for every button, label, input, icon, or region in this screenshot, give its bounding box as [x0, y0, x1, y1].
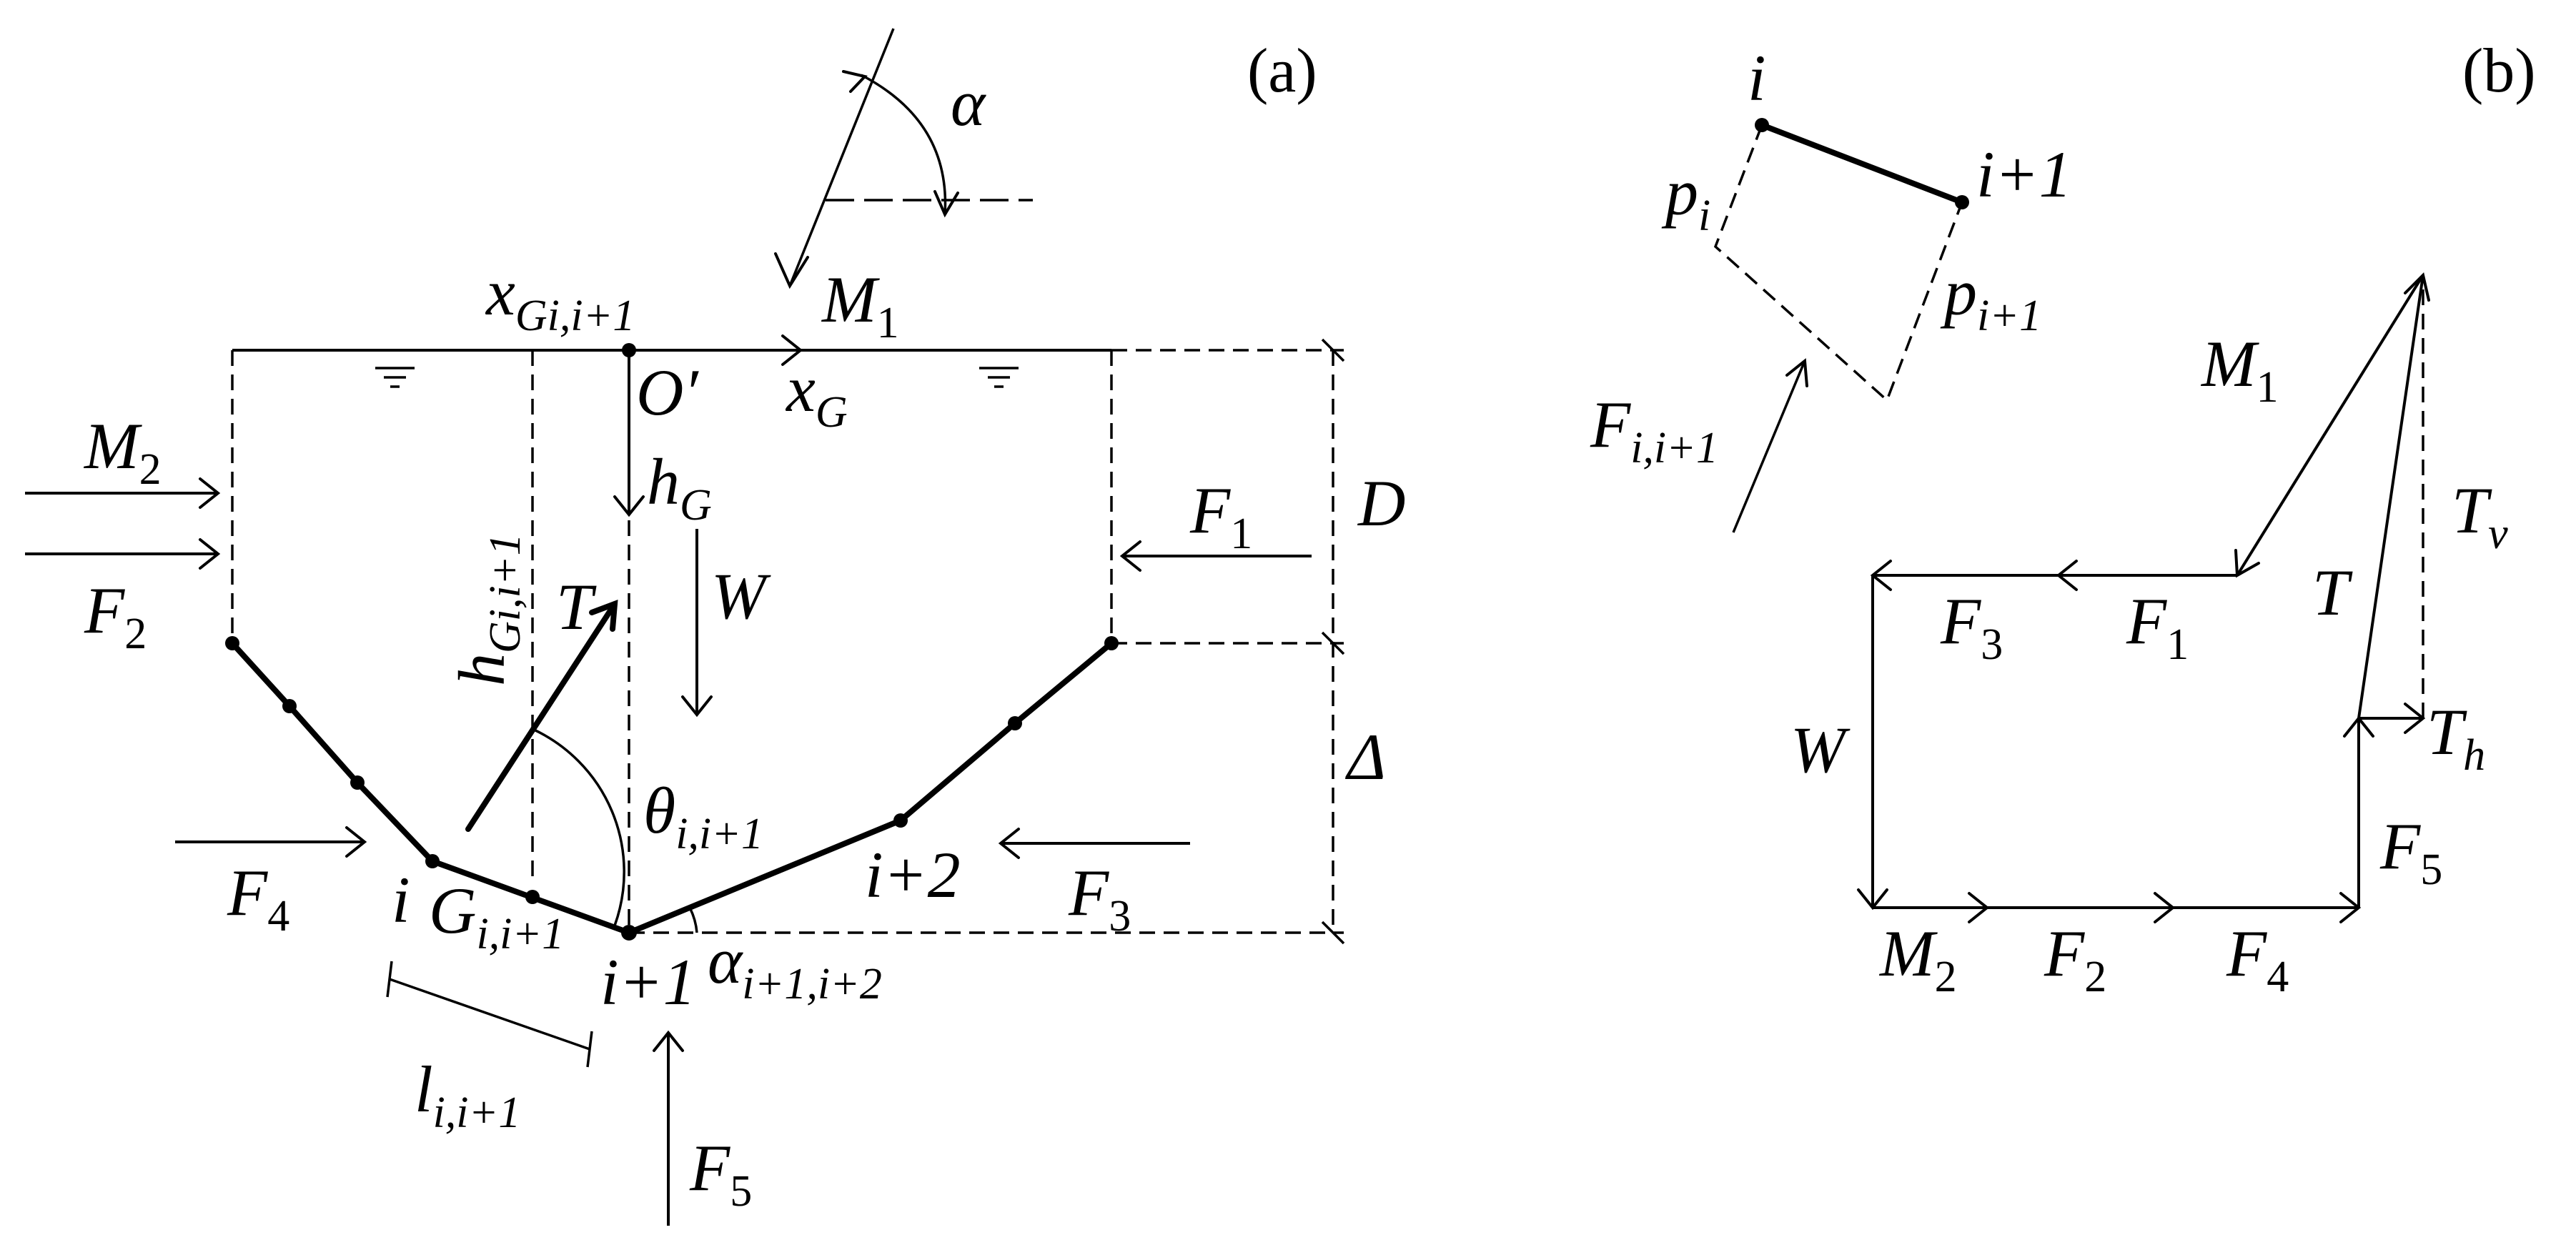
b-M2-label: M2: [1878, 917, 1957, 1001]
xG-label: xGi,i+1: [485, 256, 635, 340]
hull-nodes: [225, 343, 1119, 941]
segment-i-i1: [1759, 122, 1965, 205]
b-F4-label: F4: [2226, 917, 2289, 1001]
b-F1-label: F1: [2126, 585, 2189, 669]
panel-b-tag: (b): [2462, 36, 2536, 106]
b-node-i-label: i: [1748, 41, 1766, 114]
T-vector: [2357, 274, 2424, 719]
O-prime-label: O′: [636, 356, 699, 429]
F3-label: F3: [1068, 856, 1131, 941]
b-F2-label: F2: [2044, 917, 2106, 1001]
b-F5-label: F5: [2379, 810, 2442, 894]
M2-label: M2: [83, 410, 162, 494]
G-label: Gi,i+1: [429, 874, 564, 958]
l-dimension-line: [389, 978, 590, 1051]
T-arrow: [465, 601, 618, 832]
pressure-trapezoid: [1713, 124, 1963, 403]
hG-axis-label: hG: [647, 445, 712, 530]
node-i2-label: i+2: [865, 838, 961, 911]
panel-a-tag: (a): [1247, 36, 1317, 106]
p-i1-label: pi+1: [1940, 256, 2041, 340]
b-W-label: W: [1790, 713, 1851, 786]
b-node-i1-label: i+1: [1976, 138, 2072, 211]
D-label: D: [1357, 467, 1405, 540]
node-i-label: i: [392, 863, 410, 936]
Th-label: Th: [2427, 695, 2485, 780]
F-ii1-label: Fi,i+1: [1590, 388, 1718, 472]
W-label: W: [711, 560, 771, 633]
l-label: li,i+1: [415, 1053, 520, 1137]
hGi-label: hGi,i+1: [445, 533, 530, 686]
F4-label: F4: [227, 856, 289, 941]
alpha2-label: αi+1,i+2: [708, 924, 882, 1008]
b-F3-label: F3: [1940, 585, 2003, 669]
Delta-label: Δ: [1344, 720, 1386, 793]
alpha-small-arc: [688, 907, 698, 933]
M1-label: M1: [821, 263, 899, 347]
Tv-label: Tv: [2452, 474, 2508, 558]
water-level-symbol-right: [979, 367, 1019, 388]
F2-label: F2: [84, 574, 147, 658]
b-M1-label: M1: [2200, 327, 2279, 412]
alpha-direction-indicator: α: [774, 28, 1033, 289]
F-ii1-arrow: [1732, 360, 1806, 533]
water-level-symbol-left: [375, 367, 415, 388]
F1-label: F1: [1189, 474, 1252, 558]
T-label: T: [556, 570, 597, 643]
theta-arc: [532, 728, 625, 926]
node-i1-label: i+1: [600, 946, 696, 1018]
alpha-label: α: [951, 66, 986, 139]
theta-label: θi,i+1: [643, 774, 763, 858]
F5-label: F5: [689, 1131, 752, 1216]
panel-a: (a) α: [25, 28, 1405, 1226]
xG-axis-label: xG: [785, 352, 848, 437]
M1-vector: [2236, 274, 2424, 577]
b-T-label: T: [2312, 556, 2353, 629]
panel-b: (b) i i+1 pi pi+1 Fi,i+1 W M2 F2 F4 F5: [1590, 36, 2536, 1001]
p-i-label: pi: [1661, 156, 1710, 240]
